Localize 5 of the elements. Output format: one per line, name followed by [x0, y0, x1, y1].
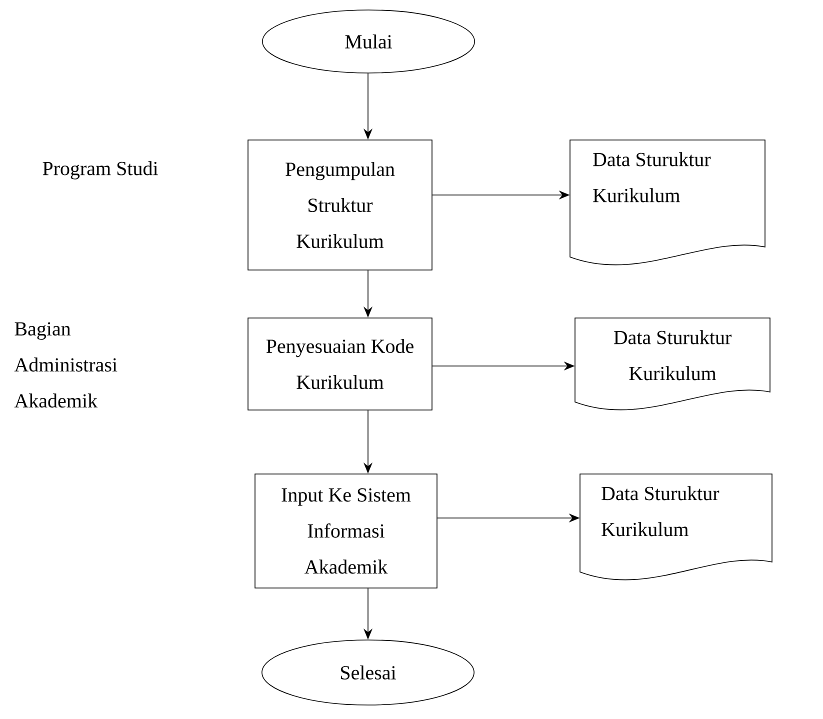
process-box: Input Ke Sistem Informasi Akademik — [254, 474, 438, 588]
lane-label: Bagian Administrasi Akademik — [14, 322, 118, 408]
process-box: Pengumpulan Struktur Kurikulum — [248, 140, 432, 270]
lane-label: Program Studi — [42, 161, 158, 180]
process-box: Penyesuaian Kode Kurikulum — [248, 318, 432, 410]
